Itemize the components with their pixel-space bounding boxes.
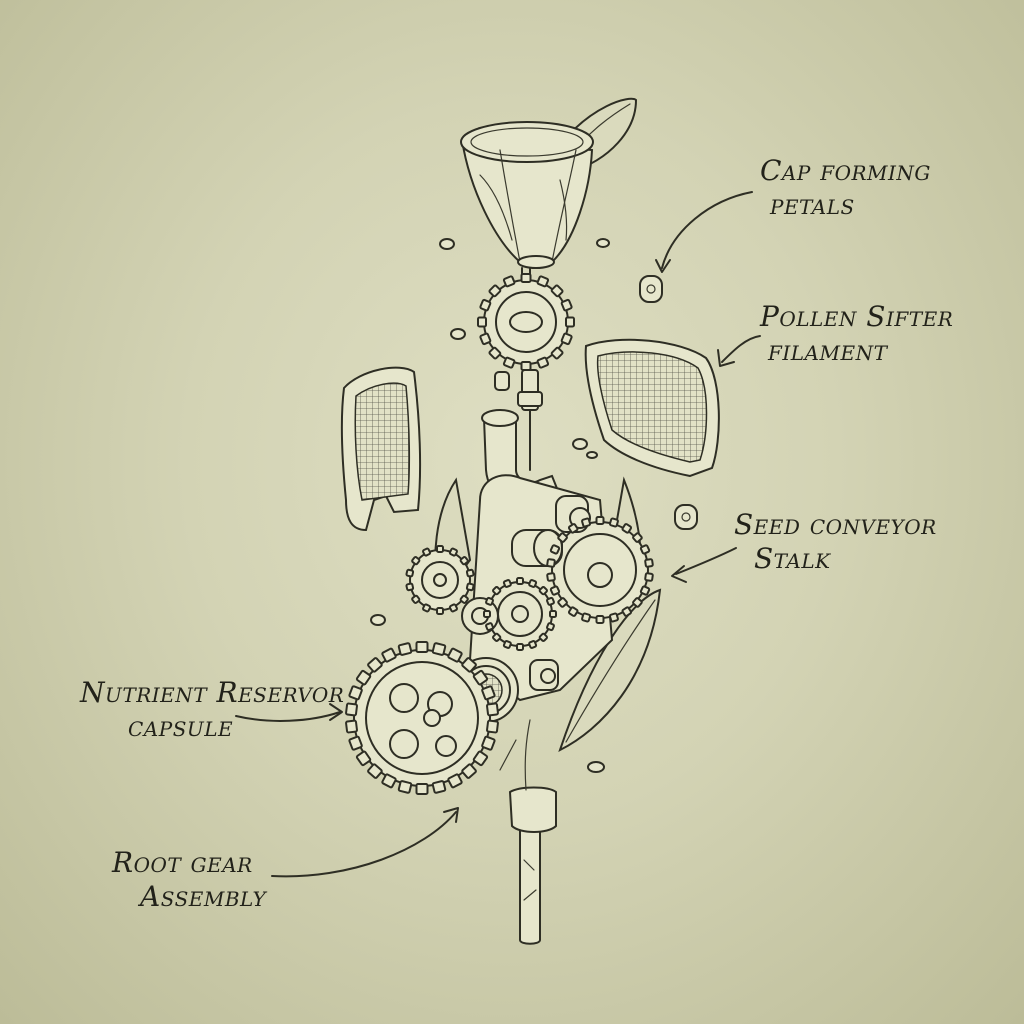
- label-root-gear-assembly: Root gear Assembly: [112, 846, 266, 914]
- label-pollen-sifter-filament: Pollen Sifter filament: [760, 300, 953, 368]
- pollen-sifter-right-panel: [584, 338, 720, 478]
- cap-petal-cup: [460, 97, 638, 269]
- cap-spindle-gear: [477, 267, 575, 371]
- label-pollen-line2: filament: [768, 334, 888, 367]
- pollen-sifter-left-panel: [340, 366, 422, 532]
- label-root-line2: Assembly: [140, 880, 267, 913]
- root-gear-wheel: [345, 641, 499, 795]
- label-seed-line2: Stalk: [754, 542, 831, 575]
- label-cap-forming-petals: Cap forming petals: [760, 154, 931, 222]
- label-nutrient-line2: capsule: [128, 710, 234, 743]
- label-seed-line1: Seed conveyor: [734, 508, 937, 541]
- label-pollen-line1: Pollen Sifter: [760, 300, 954, 333]
- callout-arrows: [235, 191, 761, 878]
- label-nutrient-reservor-capsule: Nutrient Reservor capsule: [80, 676, 344, 744]
- label-cap-line1: Cap forming: [760, 154, 931, 187]
- label-cap-line2: petals: [770, 188, 855, 221]
- lower-stem: [499, 719, 557, 945]
- loose-washers: [370, 238, 698, 773]
- label-seed-conveyor-stalk: Seed conveyor Stalk: [734, 508, 937, 576]
- label-nutrient-line1: Nutrient Reservor: [80, 676, 345, 709]
- label-root-line1: Root gear: [112, 846, 253, 879]
